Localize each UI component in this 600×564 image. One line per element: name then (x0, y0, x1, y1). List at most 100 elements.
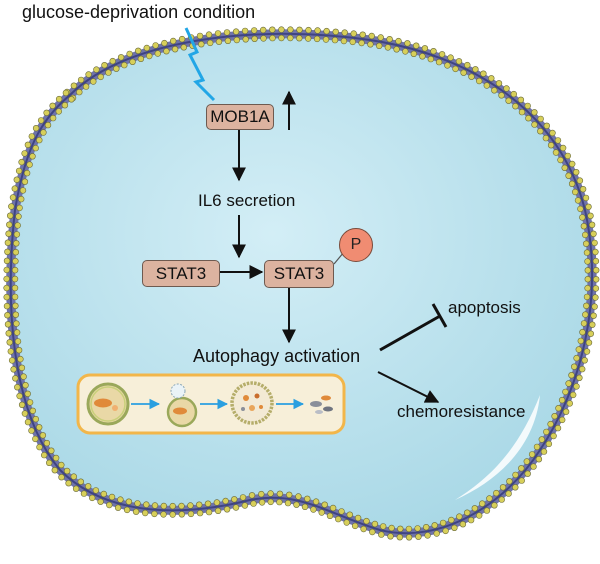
membrane-bead (431, 522, 438, 529)
membrane-bead (577, 205, 584, 213)
membrane-bead (329, 504, 337, 512)
membrane-bead (512, 471, 519, 479)
membrane-bead (58, 474, 65, 481)
membrane-bead (4, 248, 11, 256)
membrane-bead (592, 294, 599, 301)
membrane-bead (3, 293, 10, 301)
membrane-bead (196, 32, 204, 40)
membrane-bead (55, 108, 62, 115)
membrane-bead (160, 511, 167, 518)
membrane-bead (132, 508, 140, 515)
membrane-bead (340, 37, 348, 45)
membrane-bead (442, 527, 449, 535)
membrane-bead (587, 330, 594, 337)
membrane-bead (214, 507, 222, 514)
membrane-bead (224, 37, 232, 44)
membrane-bead (493, 489, 500, 497)
membrane-bead (14, 222, 21, 229)
membrane-bead (531, 121, 538, 128)
membrane-bead (114, 504, 122, 511)
membrane-bead (4, 239, 12, 246)
membrane-bead (260, 35, 267, 42)
membrane-bead (32, 144, 39, 152)
membrane-beads (3, 26, 600, 541)
membrane-bead (180, 44, 188, 51)
membrane-bead (11, 185, 18, 192)
membrane-bead (358, 39, 365, 47)
membrane-bead (32, 124, 40, 132)
membrane-bead (65, 480, 72, 487)
membrane-bead (18, 364, 26, 371)
membrane-bead (587, 212, 594, 220)
membrane-bead (151, 502, 159, 509)
membrane-bead (582, 240, 590, 247)
lightning-icon (184, 27, 216, 102)
membrane-bead (558, 416, 566, 424)
membrane-bead (404, 40, 411, 47)
membrane-bead (63, 467, 71, 475)
membrane-bead (222, 497, 229, 505)
membrane-bead (49, 102, 56, 110)
inhibit-line-apoptosis (379, 314, 441, 352)
membrane-bead (6, 212, 14, 219)
membrane-bead (3, 275, 10, 283)
membrane-bead (585, 339, 593, 346)
membrane-bead (135, 47, 142, 54)
membrane-bead (590, 312, 597, 319)
membrane-bead (80, 490, 88, 497)
membrane-bead (3, 284, 10, 292)
membrane-bead (386, 35, 393, 43)
membrane-bead (395, 37, 402, 45)
membrane-bead (591, 303, 598, 310)
membrane-bead (451, 524, 458, 531)
membrane-bead (40, 129, 47, 136)
membrane-bead (68, 96, 75, 103)
membrane-bead (45, 459, 53, 466)
membrane-bead (573, 383, 580, 390)
membrane-bead (43, 439, 51, 447)
membrane-bead (223, 506, 231, 513)
membrane-bead (592, 267, 600, 274)
membrane-bead (36, 136, 43, 144)
membrane-bead (242, 36, 249, 43)
membrane-bead (15, 213, 22, 220)
membrane-bead (22, 382, 29, 389)
membrane-bead (341, 29, 348, 36)
membrane-bead (16, 392, 23, 400)
membrane-bead (510, 90, 517, 98)
membrane-bead (530, 463, 537, 470)
membrane-bead (15, 347, 23, 354)
membrane-bead (61, 101, 69, 109)
membrane-bead (12, 302, 19, 309)
membrane-bead (480, 70, 487, 77)
membrane-bead (580, 223, 588, 230)
membrane-bead (72, 485, 80, 492)
membrane-bead (585, 203, 592, 211)
membrane-bead (100, 490, 108, 498)
membrane-bead (213, 499, 221, 506)
membrane-bead (452, 65, 459, 73)
membrane-bead (312, 498, 320, 505)
membrane-bead (305, 35, 312, 42)
membrane-bead (581, 357, 588, 364)
membrane-bead (171, 45, 179, 53)
membrane-bead (105, 69, 112, 76)
membrane-bead (28, 133, 35, 140)
membrane-bead (580, 320, 588, 327)
membrane-bead (84, 483, 92, 490)
membrane-bead (584, 258, 591, 265)
membrane-bead (512, 102, 519, 110)
membrane-bead (359, 31, 366, 38)
membrane-bead (421, 45, 429, 52)
membrane-bead (97, 498, 104, 505)
membrane-bead (58, 461, 65, 469)
stat3-left-label: STAT3 (155, 263, 207, 283)
membrane-bead (12, 249, 19, 256)
membrane-bead (542, 134, 550, 142)
membrane-bead (76, 88, 83, 96)
membrane-bead (5, 330, 12, 337)
membrane-bead (88, 494, 96, 502)
membrane-bead (588, 221, 596, 229)
membrane-bead (439, 519, 447, 527)
membrane-bead (113, 65, 120, 72)
